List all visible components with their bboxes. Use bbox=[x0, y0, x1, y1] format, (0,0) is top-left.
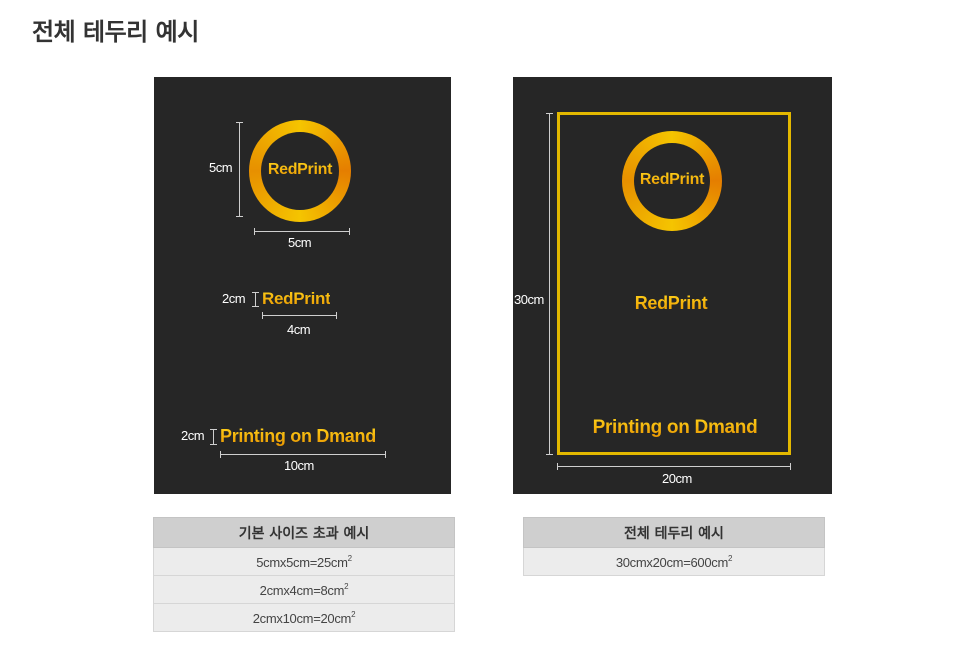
circle-height-tick-bottom bbox=[236, 216, 243, 217]
right-circle-logo-inner bbox=[634, 143, 710, 219]
circle-width-tick-right bbox=[349, 228, 350, 235]
right-calculation-table: 전체 테두리 예시 30cmx20cm=600cm2 bbox=[523, 517, 825, 576]
wide-width-label: 10cm bbox=[284, 458, 314, 473]
circle-height-line bbox=[239, 122, 240, 216]
small-height-line bbox=[255, 292, 256, 306]
small-logo-text: RedPrint bbox=[262, 289, 331, 308]
right-bottom-logo-text: Printing on Dmand bbox=[575, 417, 775, 439]
wide-height-tick-bottom bbox=[210, 444, 217, 445]
right-table-header: 전체 테두리 예시 bbox=[523, 517, 825, 548]
small-width-line bbox=[262, 315, 337, 316]
right-circle-logo-ring bbox=[622, 131, 722, 231]
full-height-line bbox=[549, 113, 550, 455]
right-example-panel: RedPrint RedPrint Printing on Dmand 30cm… bbox=[513, 77, 832, 494]
small-height-tick-bottom bbox=[252, 306, 259, 307]
full-height-label: 30cm bbox=[514, 292, 544, 307]
small-width-tick-right bbox=[336, 312, 337, 319]
full-width-tick-right bbox=[790, 463, 791, 470]
circle-logo-text: RedPrint bbox=[249, 161, 351, 179]
full-width-line bbox=[557, 466, 791, 467]
wide-width-line bbox=[220, 454, 386, 455]
left-example-panel: RedPrint 5cm 5cm RedPrint 2cm 4cm Printi… bbox=[154, 77, 451, 494]
circle-width-label: 5cm bbox=[288, 235, 312, 250]
wide-logo-text: Printing on Dmand bbox=[220, 426, 376, 446]
left-table-row: 2cmx10cm=20cm2 bbox=[153, 603, 455, 632]
full-width-label: 20cm bbox=[662, 471, 692, 486]
circle-logo-inner bbox=[261, 132, 339, 210]
right-table-row: 30cmx20cm=600cm2 bbox=[523, 547, 825, 576]
left-calculation-table: 기본 사이즈 초과 예시 5cmx5cm=25cm2 2cmx4cm=8cm2 … bbox=[153, 517, 455, 632]
wide-width-tick-right bbox=[385, 451, 386, 458]
small-height-label: 2cm bbox=[222, 291, 246, 306]
wide-height-label: 2cm bbox=[181, 428, 205, 443]
full-border-frame bbox=[557, 112, 791, 455]
circle-width-line bbox=[254, 231, 350, 232]
right-middle-logo-text: RedPrint bbox=[621, 293, 721, 314]
wide-height-line bbox=[213, 429, 214, 444]
page-title: 전체 테두리 예시 bbox=[32, 18, 199, 46]
left-table-row: 5cmx5cm=25cm2 bbox=[153, 547, 455, 576]
circle-logo-ring bbox=[249, 120, 351, 222]
circle-height-label: 5cm bbox=[209, 160, 233, 175]
left-table-row: 2cmx4cm=8cm2 bbox=[153, 575, 455, 604]
left-table-header: 기본 사이즈 초과 예시 bbox=[153, 517, 455, 548]
right-circle-logo-text: RedPrint bbox=[622, 171, 722, 189]
full-height-tick-bottom bbox=[546, 454, 553, 455]
small-width-label: 4cm bbox=[287, 322, 311, 337]
